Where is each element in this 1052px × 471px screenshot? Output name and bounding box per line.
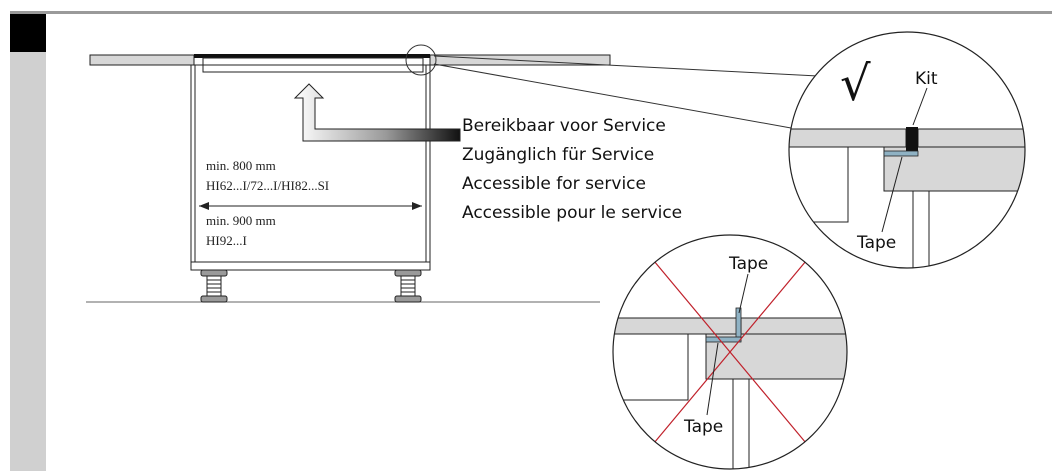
kit-leader — [912, 87, 928, 126]
models-800-label: HI62...I/72...I/HI82...SI — [206, 178, 329, 193]
service-label-en: Accessible for service — [462, 174, 646, 194]
tape-label-wrong-bottom: Tape — [683, 417, 723, 437]
detail-leader-bottom — [433, 63, 792, 129]
min-800-label: min. 800 mm — [206, 158, 276, 173]
incorrect-detail: Tape Tape — [612, 234, 848, 470]
tape-leader-wrong-bottom — [706, 342, 719, 416]
cooktop-glass — [194, 54, 430, 58]
detail-marker — [405, 44, 437, 76]
countertop-left — [89, 54, 195, 66]
detail-leader-top — [433, 55, 819, 77]
section-marker — [10, 14, 46, 52]
top-rule — [10, 11, 1052, 14]
tape-leader-wrong-top — [738, 273, 749, 314]
cross-line-2 — [643, 248, 817, 456]
min-900-label: min. 900 mm — [206, 213, 276, 228]
left-margin-bar — [10, 14, 46, 471]
tape-label-wrong-top: Tape — [728, 254, 768, 274]
kit-label: Kit — [915, 69, 938, 89]
models-900-label: HI92...I — [206, 233, 247, 248]
foot-left — [200, 269, 228, 303]
foot-right — [394, 269, 422, 303]
service-label-nl: Bereikbaar voor Service — [462, 116, 666, 136]
dimension-arrow-right — [412, 202, 422, 210]
service-arrow — [293, 83, 461, 142]
correct-detail: √ Kit Tape — [788, 31, 1026, 269]
dimension-arrow-left — [199, 202, 209, 210]
correct-check-mark: √ — [840, 56, 871, 112]
service-label-fr: Accessible pour le service — [462, 203, 682, 223]
tape-leader-correct — [881, 156, 903, 233]
tape-label-correct: Tape — [856, 233, 896, 253]
service-label-de: Zugänglich für Service — [462, 145, 654, 165]
cabinet — [190, 64, 431, 271]
